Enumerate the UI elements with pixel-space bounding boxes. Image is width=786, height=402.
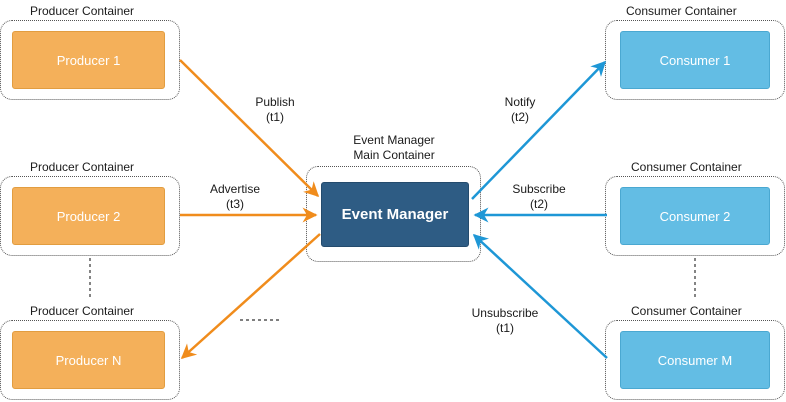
subscribe-action: Subscribe (512, 182, 566, 196)
notify-time: (t2) (511, 110, 529, 124)
subscribe-label: Subscribe (t2) (504, 182, 574, 212)
consumer-container-label-mid: Consumer Container (631, 160, 742, 174)
event-manager-node[interactable]: Event Manager (321, 182, 469, 247)
consumer-2-node[interactable]: Consumer 2 (620, 187, 770, 245)
consumer-container-label-bottom: Consumer Container (631, 304, 742, 318)
consumer-1-node[interactable]: Consumer 1 (620, 31, 770, 89)
producer-1-node[interactable]: Producer 1 (12, 31, 165, 89)
subscribe-time: (t2) (530, 197, 548, 211)
advertise-action: Advertise (209, 182, 261, 196)
consumer-container-top (605, 20, 785, 100)
advertise-time: (t3) (226, 197, 244, 211)
notify-action: Notify (504, 95, 536, 109)
publish-time: (t1) (266, 110, 284, 124)
producer-container-label-top: Producer Container (30, 4, 135, 18)
producer-container-bottom (0, 320, 180, 400)
producer-2-node[interactable]: Producer 2 (12, 187, 165, 245)
manager-container-label-line1: Event Manager (353, 133, 435, 147)
producer-container-top (0, 20, 180, 100)
producer-n-node[interactable]: Producer N (12, 331, 165, 389)
producer-container-label-bottom: Producer Container (30, 304, 135, 318)
manager-container-label: Event Manager Main Container (334, 133, 454, 163)
consumer-container-label-top: Consumer Container (626, 4, 737, 18)
unsubscribe-label: Unsubscribe (t1) (462, 306, 548, 336)
publish-action: Publish (255, 95, 295, 109)
notify-arrow (471, 60, 607, 200)
notify-label: Notify (t2) (493, 95, 547, 125)
unsubscribe-action: Unsubscribe (471, 306, 539, 320)
manager-container-label-line2: Main Container (353, 148, 435, 162)
advertise-label: Advertise (t3) (201, 182, 269, 212)
consumer-m-node[interactable]: Consumer M (620, 331, 770, 389)
unsubscribe-arrow (472, 233, 608, 359)
consumer-container-bottom (605, 320, 785, 400)
unsubscribe-time: (t1) (496, 321, 514, 335)
publish-label: Publish (t1) (247, 95, 303, 125)
publish-arrow (179, 59, 320, 198)
producer-container-label-mid: Producer Container (30, 160, 135, 174)
deliver-arrow (180, 233, 321, 360)
producer-container-mid (0, 176, 180, 256)
